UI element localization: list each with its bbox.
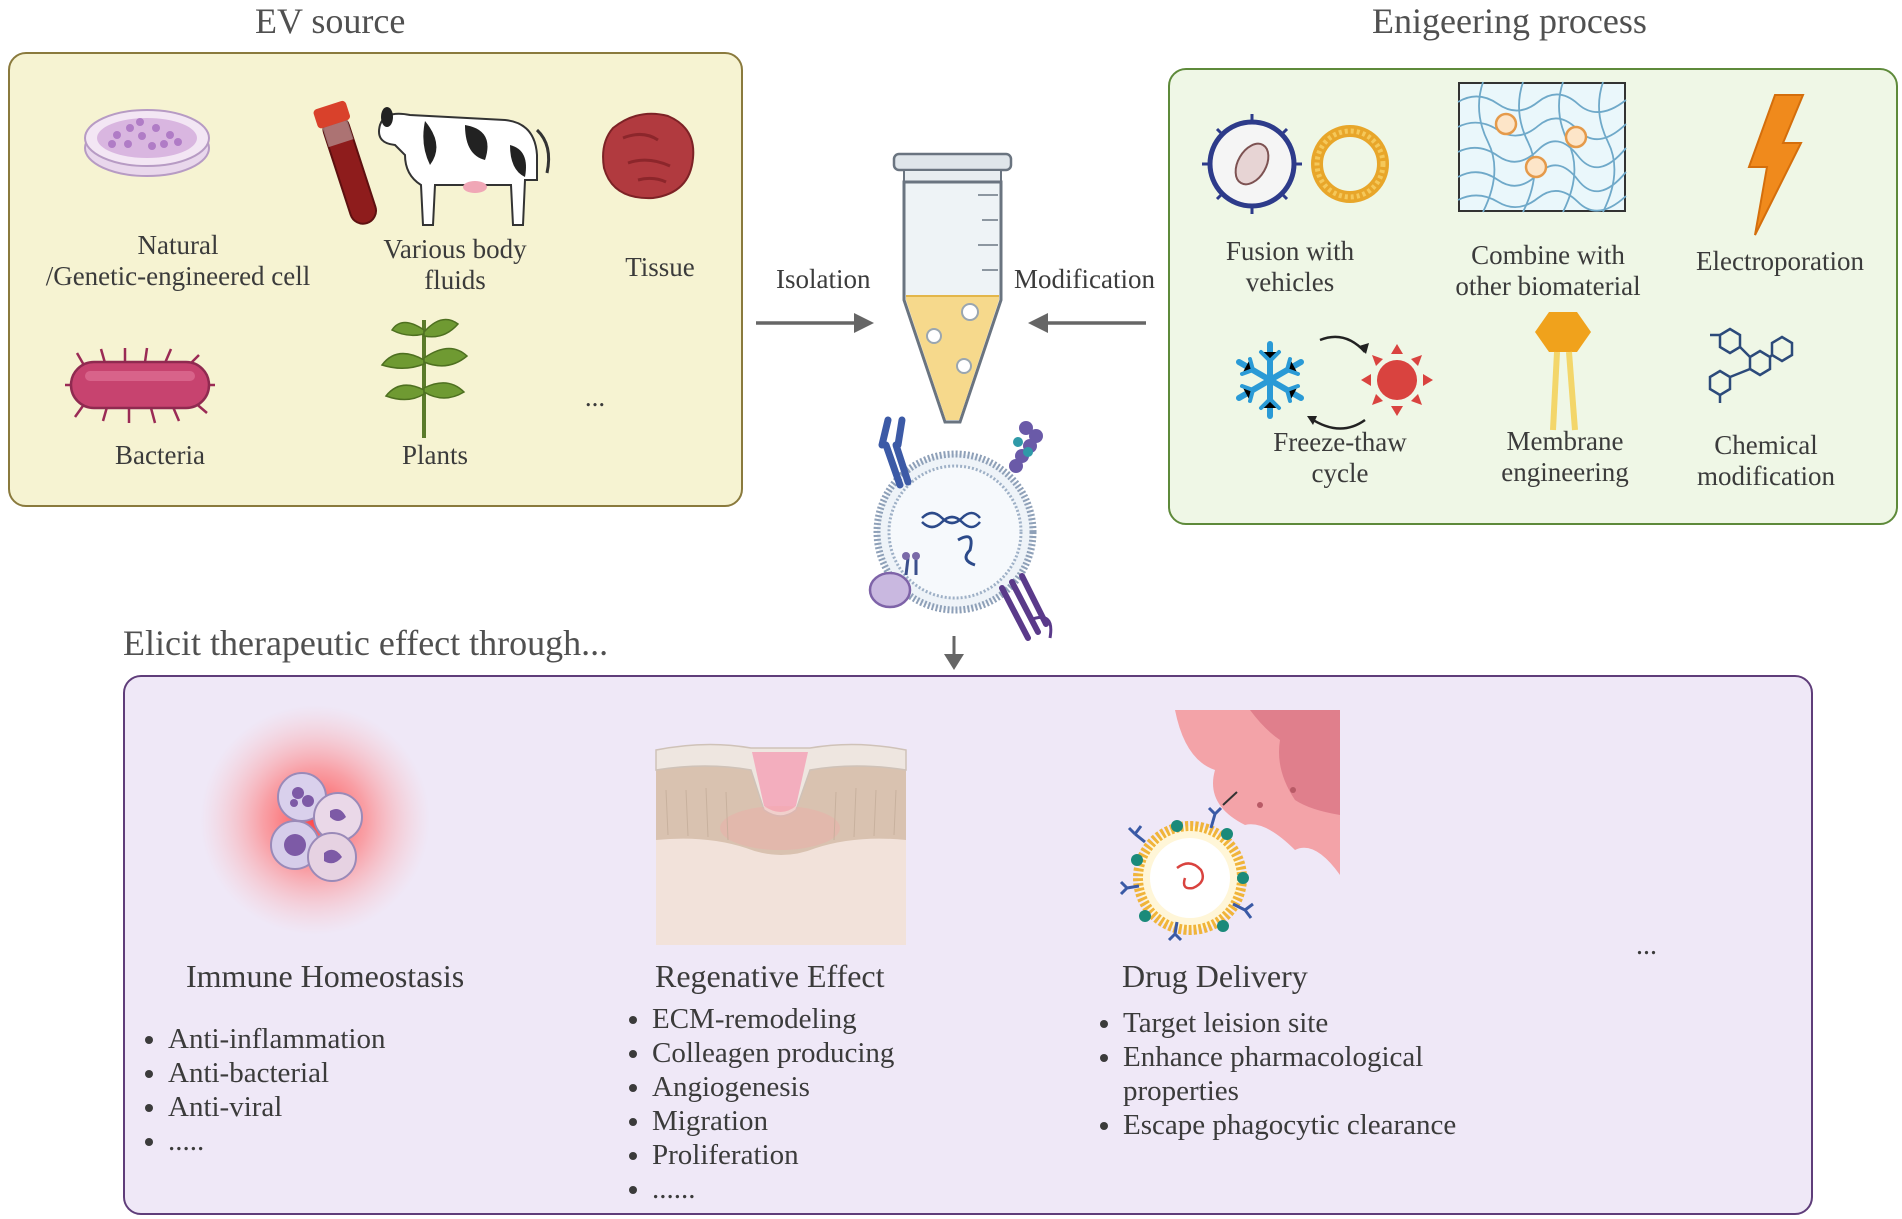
- eng-label-freeze-thaw: Freeze-thaw cycle: [1240, 427, 1440, 488]
- isolation-arrow-icon: [756, 313, 874, 333]
- source-label-cell: Natural /Genetic-engineered cell: [38, 230, 318, 291]
- label-line: fluids: [424, 264, 486, 295]
- lightning-icon: [1747, 94, 1805, 236]
- bullet-item: .....: [168, 1124, 385, 1158]
- eng-label-fusion: Fusion with vehicles: [1190, 236, 1390, 297]
- bacteria-icon: [65, 347, 215, 424]
- label-line: Various body: [383, 234, 527, 264]
- bullet-item: Escape phagocytic clearance: [1123, 1108, 1456, 1142]
- label-line: Membrane: [1506, 426, 1624, 456]
- bullet-item: Anti-viral: [168, 1090, 385, 1124]
- label-line: modification: [1697, 460, 1835, 491]
- bullet-item: Anti-inflammation: [168, 1022, 385, 1056]
- immune-bullet-list: Anti-inflammation Anti-bacterial Anti-vi…: [132, 1022, 385, 1158]
- ev-source-title: EV source: [255, 1, 406, 41]
- eng-label-biomaterial: Combine with other biomaterial: [1428, 240, 1668, 301]
- extracellular-vesicle-icon: [868, 416, 1053, 641]
- eng-label-membrane: Membrane engineering: [1465, 426, 1665, 487]
- label-line: ...: [584, 382, 606, 412]
- bullet-item: Proliferation: [652, 1138, 894, 1172]
- effect-title-regenerative: Regenative Effect: [655, 958, 885, 994]
- source-label-bacteria: Bacteria: [80, 440, 240, 471]
- freeze-thaw-icon: [1236, 335, 1433, 430]
- isolation-label: Isolation: [776, 264, 871, 294]
- modification-arrow-icon: [1028, 313, 1146, 333]
- label-line: Tissue: [625, 252, 695, 282]
- label-line: /Genetic-engineered cell: [45, 260, 311, 291]
- chemical-structure-icon: [1708, 327, 1794, 403]
- therapeutic-title: Elicit therapeutic effect through...: [123, 623, 609, 663]
- label-line: Bacteria: [115, 440, 205, 470]
- modification-label: Modification: [1014, 264, 1155, 294]
- regenerative-bullet-list: ECM-remodeling Colleagen producing Angio…: [616, 1002, 894, 1206]
- bullet-item-continuation: properties: [1123, 1075, 1239, 1107]
- source-label-more: ...: [570, 382, 620, 413]
- effect-more: ...: [1636, 930, 1657, 961]
- plant-icon: [380, 318, 469, 438]
- bullet-item: Target leision site: [1123, 1006, 1456, 1040]
- down-arrow-icon: [944, 636, 964, 670]
- engineering-title: Enigeering process: [1372, 1, 1647, 41]
- source-label-tissue: Tissue: [600, 252, 720, 283]
- label-line: vehicles: [1245, 266, 1335, 297]
- label-line: Plants: [401, 440, 468, 470]
- membrane-lipid-icon: [1535, 312, 1591, 431]
- source-label-body-fluids: Various body fluids: [355, 234, 555, 295]
- bullet-item: ......: [652, 1172, 894, 1206]
- source-label-plants: Plants: [370, 440, 500, 471]
- bullet-item: Migration: [652, 1104, 894, 1138]
- cow-blood-tube-icon: [313, 100, 551, 226]
- petri-dish-icon: [84, 109, 210, 177]
- label-line: Electroporation: [1696, 246, 1864, 276]
- label-line: other biomaterial: [1455, 270, 1641, 301]
- label-line: Freeze-thaw: [1273, 427, 1407, 457]
- centrifuge-tube-icon: [892, 152, 1013, 424]
- immune-cells-icon: [200, 705, 430, 935]
- bullet-item: ECM-remodeling: [652, 1002, 894, 1036]
- label-line: engineering: [1501, 456, 1629, 487]
- label-line: Natural: [137, 230, 219, 260]
- vehicle-fusion-icon: [1202, 114, 1389, 214]
- effect-title-immune: Immune Homeostasis: [186, 958, 465, 994]
- bullet-item: Angiogenesis: [652, 1070, 894, 1104]
- eng-label-electroporation: Electroporation: [1680, 246, 1880, 277]
- eng-label-chemical: Chemical modification: [1666, 430, 1866, 491]
- bullet-item: Anti-bacterial: [168, 1056, 385, 1090]
- wound-skin-icon: [655, 743, 907, 945]
- tissue-icon: [602, 112, 695, 200]
- label-line: Combine with: [1471, 240, 1625, 270]
- drug-delivery-bullet-list: Target leision site Enhance pharmacologi…: [1087, 1006, 1456, 1142]
- label-line: Chemical: [1714, 430, 1818, 460]
- targeted-vesicle-icon: [1119, 710, 1340, 942]
- hydrogel-icon: [1457, 81, 1627, 213]
- bullet-item: Colleagen producing: [652, 1036, 894, 1070]
- label-line: Fusion with: [1225, 236, 1355, 266]
- label-line: cycle: [1311, 457, 1369, 488]
- bullet-item: Enhance pharmacological: [1123, 1040, 1456, 1074]
- effect-title-drug-delivery: Drug Delivery: [1122, 958, 1308, 994]
